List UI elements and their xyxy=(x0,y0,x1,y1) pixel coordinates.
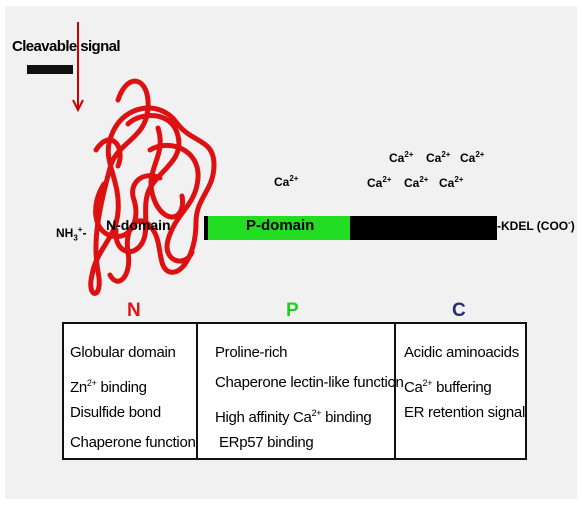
calcium-ion-label: Ca2+ xyxy=(460,150,485,165)
p-domain-bar xyxy=(208,216,350,240)
table-row: Chaperone function xyxy=(70,434,196,451)
calcium-ion-label: Ca2+ xyxy=(426,150,451,165)
c-domain-bar xyxy=(350,216,497,240)
table-row: Disulfide bond xyxy=(70,404,161,421)
c-domain-properties-column: Acidic aminoacids Ca2+ buffering ER rete… xyxy=(393,324,525,458)
header-c: C xyxy=(452,300,466,321)
n-domain-coil xyxy=(88,78,217,296)
c-terminus-kdel-label: -KDEL (COO-) xyxy=(497,218,575,233)
n-domain-bar-end xyxy=(204,216,208,240)
header-n: N xyxy=(127,300,141,321)
signal-peptide-bar xyxy=(27,65,73,74)
table-row: Globular domain xyxy=(70,344,176,361)
n-domain-properties-column: Globular domain Zn2+ binding Disulfide b… xyxy=(64,324,196,458)
table-row: Proline-rich xyxy=(214,344,288,361)
table-row: Acidic aminoacids xyxy=(403,344,519,361)
table-row: ER retention signal xyxy=(403,404,525,421)
table-row: Zn2+ binding xyxy=(70,378,147,396)
cleavage-arrow-icon xyxy=(72,22,84,113)
calcium-ion-label: Ca2+ xyxy=(274,174,299,189)
cleavable-signal-label: Cleavable signal xyxy=(12,38,121,55)
table-row: Ca2+ buffering xyxy=(403,378,492,396)
p-domain-label: P-domain xyxy=(246,217,315,234)
table-row: ERp57 binding xyxy=(218,434,314,451)
table-row: High affinity Ca2+ binding xyxy=(214,408,372,426)
calcium-ion-label: Ca2+ xyxy=(404,175,429,190)
n-domain-label: N-domain xyxy=(106,217,171,233)
header-p: P xyxy=(286,300,299,321)
n-terminus-label: NH3+- xyxy=(56,225,87,243)
calcium-ion-label: Ca2+ xyxy=(439,175,464,190)
p-domain-properties-column: Proline-rich Chaperone lectin-like funct… xyxy=(195,324,404,458)
calcium-ion-label: Ca2+ xyxy=(367,175,392,190)
calcium-ion-label: Ca2+ xyxy=(389,150,414,165)
table-row: Chaperone lectin-like function xyxy=(214,374,404,391)
domain-properties-table: Globular domain Zn2+ binding Disulfide b… xyxy=(62,322,527,460)
